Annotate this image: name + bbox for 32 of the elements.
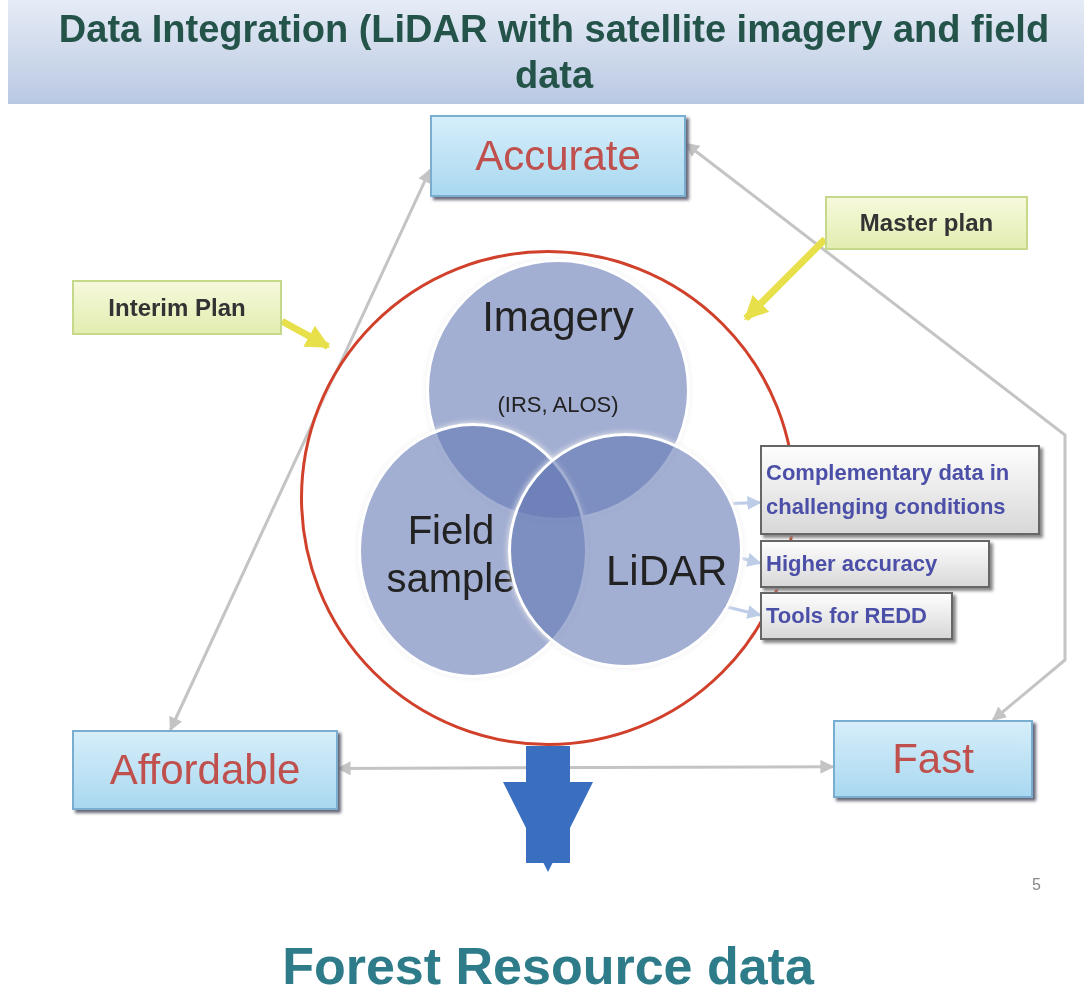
callout-text: Complementary data in challenging conditions	[766, 459, 1011, 521]
page-number: 5	[1032, 876, 1041, 894]
callout-box	[760, 540, 990, 588]
quality-box	[430, 115, 686, 197]
plan-box	[72, 280, 282, 335]
quality-box	[72, 730, 338, 810]
arrow	[280, 318, 331, 350]
plan-box	[825, 196, 1028, 250]
arrow	[723, 604, 762, 619]
double-arrow	[169, 168, 432, 732]
box-label: Interim Plan	[108, 293, 246, 322]
circle-label: (IRS, ALOS)	[496, 392, 620, 419]
callout-box	[760, 592, 953, 640]
callout-box	[760, 445, 1040, 535]
box-label: Accurate	[475, 132, 641, 180]
callout-text: Higher accuracy	[766, 550, 938, 578]
box-label: Fast	[892, 735, 974, 783]
circle-label: LiDAR	[606, 546, 726, 596]
arrow	[503, 746, 593, 872]
double-arrow	[684, 142, 1067, 722]
arrow	[739, 553, 762, 567]
result-text: Forest Resource data	[282, 936, 814, 996]
callout-text: Tools for REDD	[766, 602, 927, 630]
circle-label: Imagery	[481, 292, 635, 342]
arrow	[731, 496, 762, 510]
quality-box	[833, 720, 1033, 798]
circle-label: Field sample	[385, 507, 517, 602]
title: Data Integration (LiDAR with satellite imagery and field data	[57, 7, 1051, 98]
arrow	[743, 236, 828, 321]
double-arrow	[336, 759, 835, 776]
box-label: Master plan	[859, 209, 994, 237]
box-label: Affordable	[109, 746, 301, 794]
